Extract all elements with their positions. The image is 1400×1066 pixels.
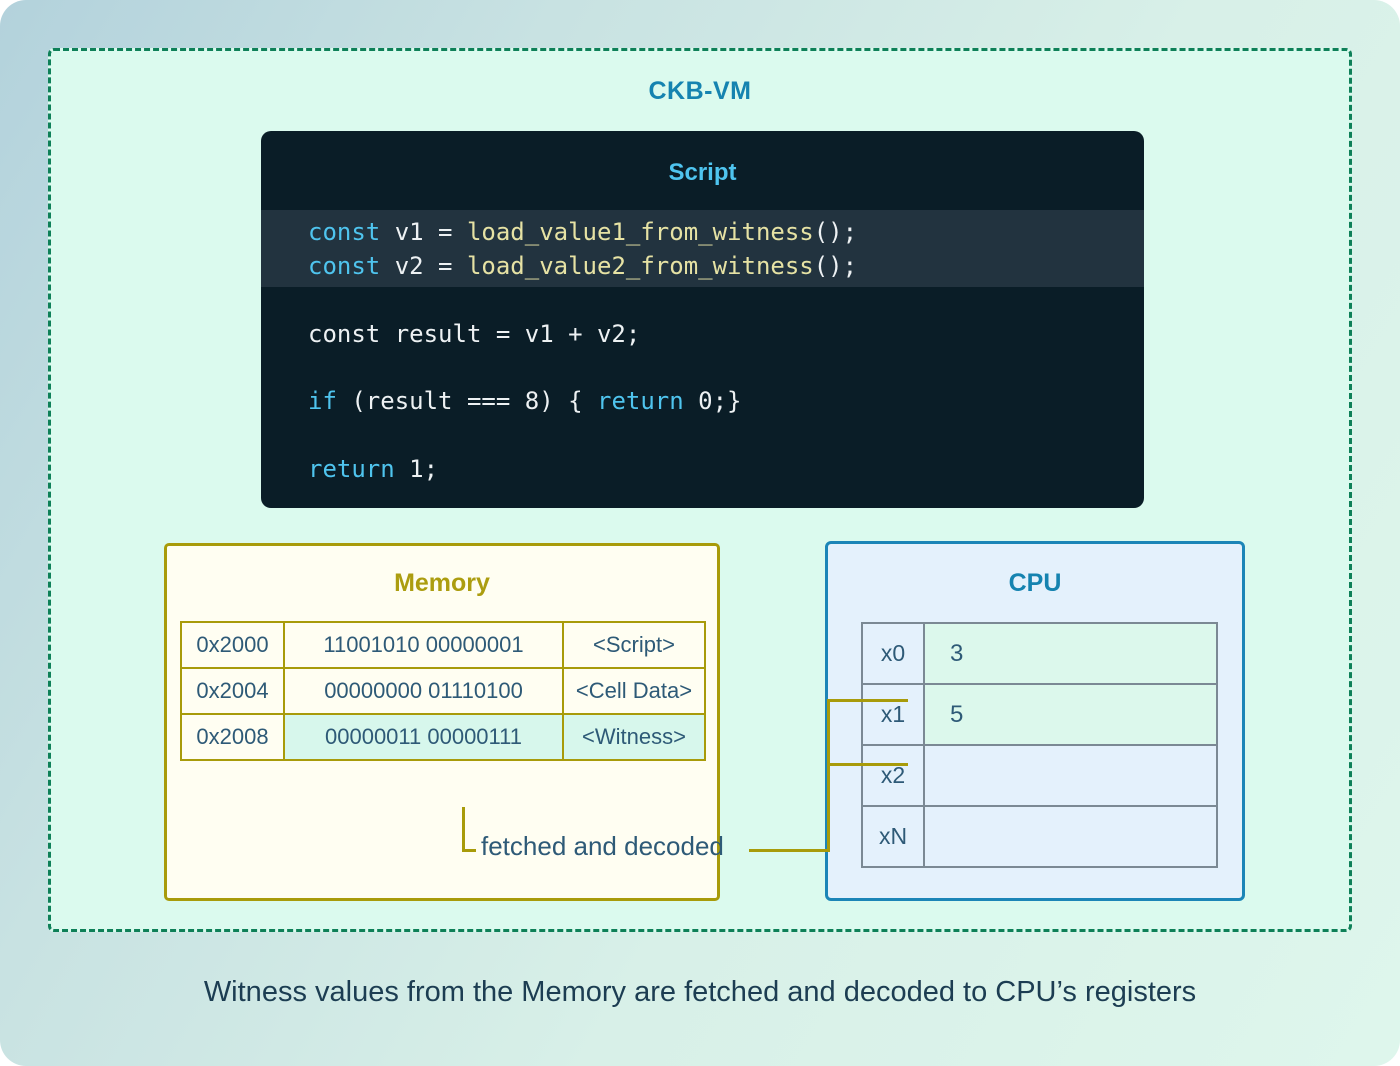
connector-line-foot xyxy=(462,849,476,852)
memory-cell-addr: 0x2008 xyxy=(180,713,285,761)
code-token-plain: 1; xyxy=(394,455,439,483)
memory-cell-addr: 0x2000 xyxy=(180,621,285,669)
code-highlight-band xyxy=(261,210,1144,287)
code-line: const result = v1 + v2; xyxy=(308,319,640,349)
code-token-plain: v2 = xyxy=(380,252,467,280)
code-token-kw: const xyxy=(308,218,381,246)
code-token-plain: v1 = xyxy=(380,218,467,246)
code-token-plain: (); xyxy=(813,218,858,246)
code-token-kw: return xyxy=(308,455,395,483)
register-name: x2 xyxy=(861,744,925,807)
connector-line-down xyxy=(462,807,465,852)
code-token-fn: load_value1_from_witness xyxy=(466,218,814,246)
connector-branch-x0 xyxy=(830,699,908,702)
memory-cell-bits: 11001010 00000001 xyxy=(283,621,564,669)
connector-line-up xyxy=(827,699,830,852)
register-name: x0 xyxy=(861,622,925,685)
memory-cell-bits: 00000011 00000111 xyxy=(283,713,564,761)
memory-cell-bits: 00000000 01110100 xyxy=(283,667,564,715)
connector-line-right xyxy=(749,849,830,852)
fetched-decoded-label: fetched and decoded xyxy=(481,831,724,861)
register-value: 3 xyxy=(923,622,1218,685)
register-name: xN xyxy=(861,805,925,868)
connector-branch-x1 xyxy=(830,763,908,766)
register-name: x1 xyxy=(861,683,925,746)
memory-title: Memory xyxy=(394,569,490,597)
register-value: 5 xyxy=(923,683,1218,746)
code-token-kw: return xyxy=(597,387,684,415)
code-token-plain: 0;} xyxy=(683,387,742,415)
code-line: const v1 = load_value1_from_witness(); xyxy=(308,217,857,247)
memory-cell-addr: 0x2004 xyxy=(180,667,285,715)
memory-cell-label: <Script> xyxy=(562,621,706,669)
memory-cell-label: <Witness> xyxy=(562,713,706,761)
caption: Witness values from the Memory are fetch… xyxy=(203,976,1197,1008)
ckb-vm-title: CKB-VM xyxy=(648,77,752,105)
code-line: if (result === 8) { return 0;} xyxy=(308,386,742,416)
code-token-plain: (); xyxy=(813,252,858,280)
code-lines: const v1 = load_value1_from_witness();co… xyxy=(261,131,1144,508)
script-title: Script xyxy=(668,159,737,186)
code-token-kw: const xyxy=(308,252,381,280)
code-token-plain: const result = v1 + v2; xyxy=(308,320,641,348)
code-line: return 1; xyxy=(308,454,438,484)
ckb-vm-container: CKB-VM Script const v1 = load_value1_fro… xyxy=(48,48,1352,932)
cpu-title: CPU xyxy=(1008,569,1062,597)
code-token-fn: load_value2_from_witness xyxy=(466,252,814,280)
register-value xyxy=(923,744,1218,807)
code-token-plain: (result === 8) { xyxy=(336,387,597,415)
memory-cell-label: <Cell Data> xyxy=(562,667,706,715)
script-block: Script const v1 = load_value1_from_witne… xyxy=(261,131,1144,508)
code-line: const v2 = load_value2_from_witness(); xyxy=(308,251,857,281)
register-row: x2 xyxy=(861,744,1218,807)
register-row: xN xyxy=(861,805,1218,868)
register-value xyxy=(923,805,1218,868)
code-token-kw: if xyxy=(308,387,337,415)
